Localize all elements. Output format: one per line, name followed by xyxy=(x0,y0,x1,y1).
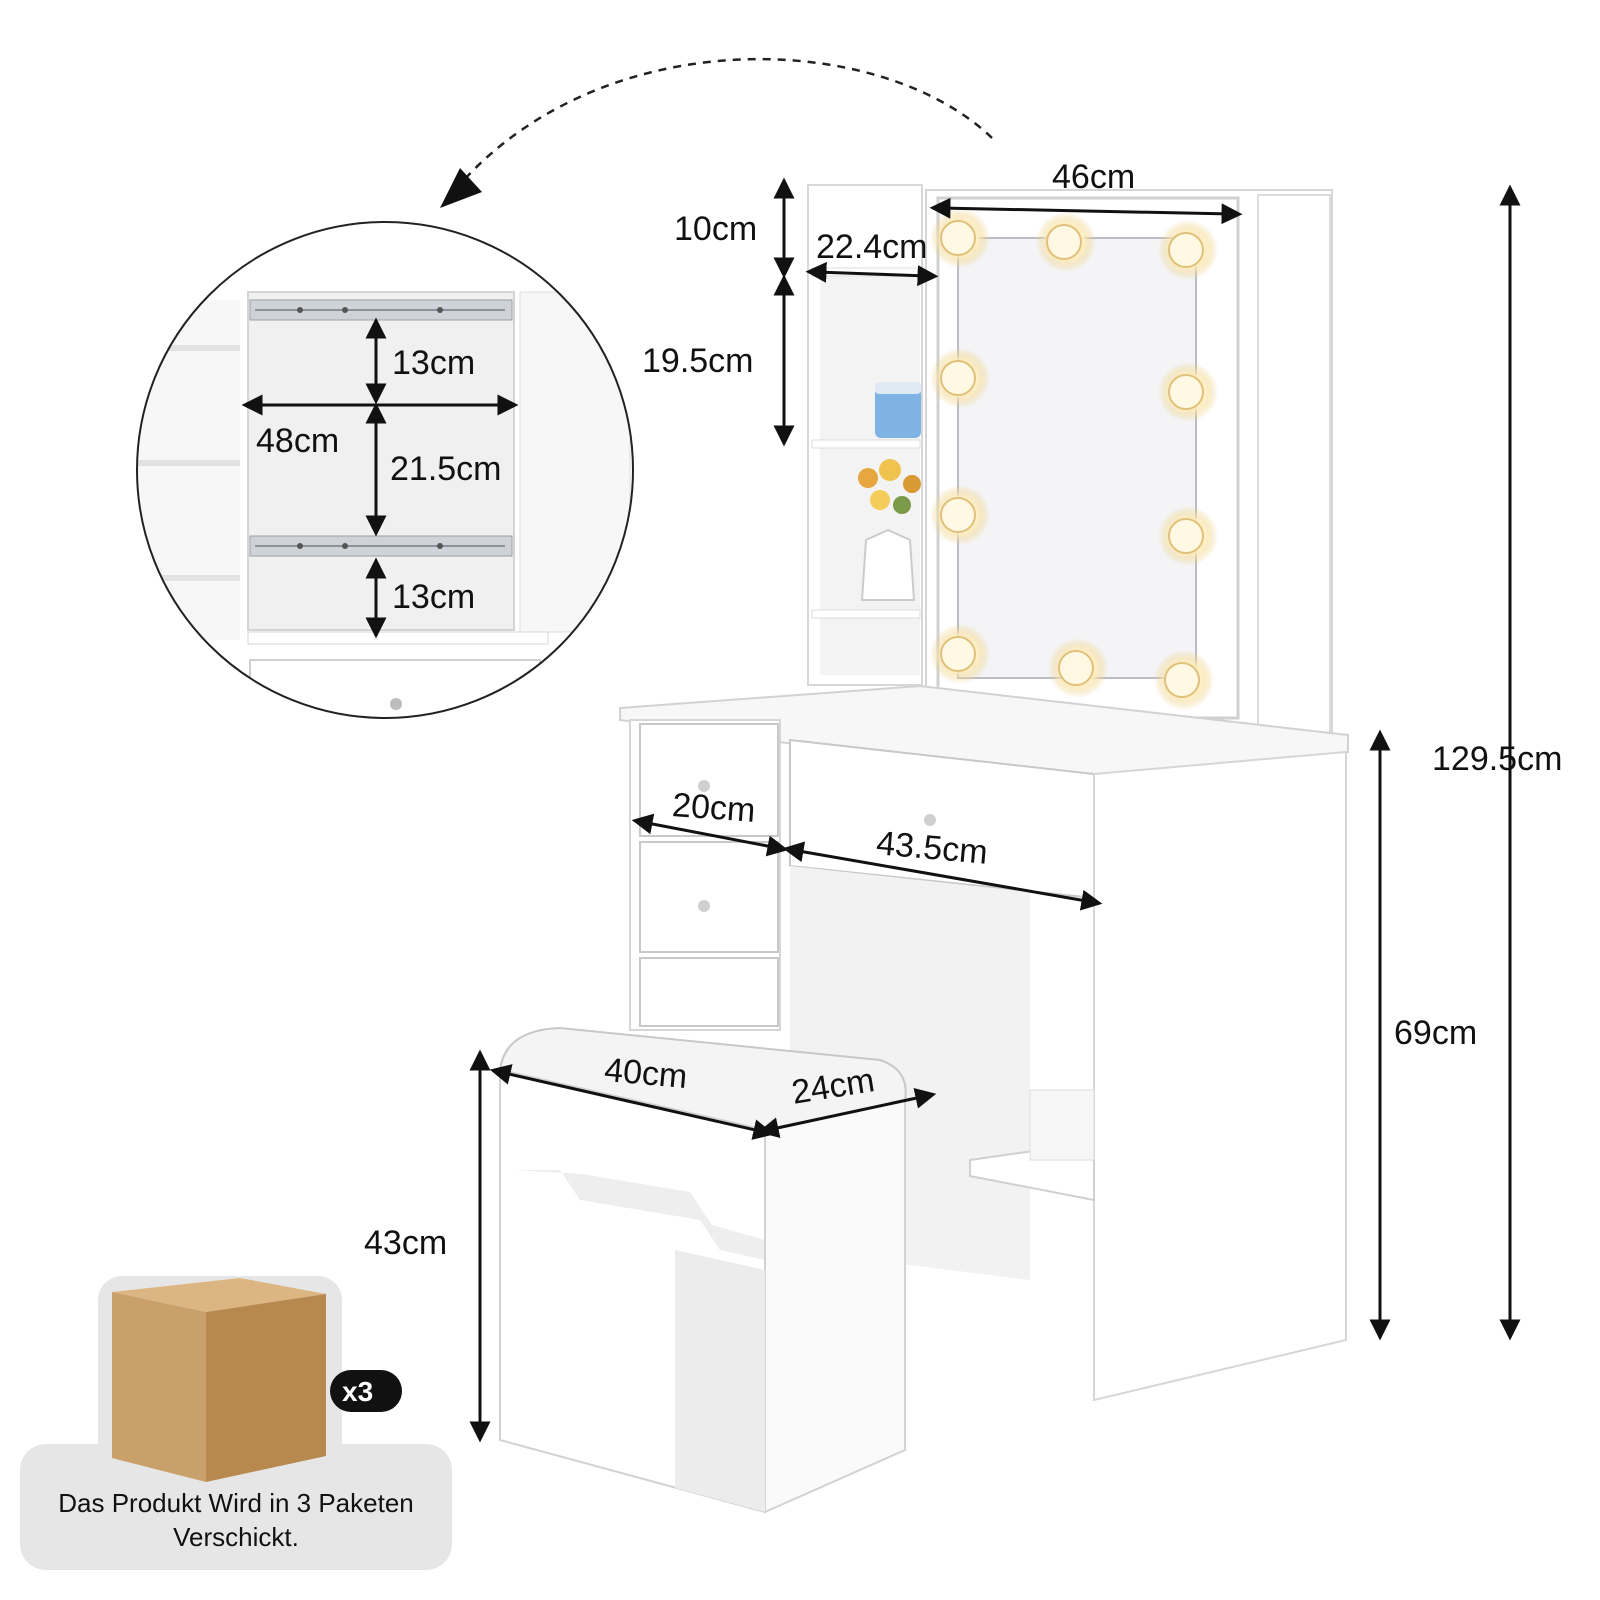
label-top-gap: 10cm xyxy=(674,210,757,248)
mirror-side-panel xyxy=(1257,194,1331,736)
small-drawer-bottom[interactable] xyxy=(639,957,779,1027)
bulb-icon xyxy=(1158,506,1218,566)
detail-right-panel xyxy=(519,291,631,633)
label-stool-height: 43cm xyxy=(364,1224,447,1262)
dim-line-shelf-width xyxy=(805,261,939,287)
label-stool-width: 40cm xyxy=(603,1051,689,1096)
stool-front-cutout xyxy=(512,1170,765,1260)
label-detail-drawer-top: 13cm xyxy=(392,344,475,382)
bulb-icon xyxy=(1048,638,1108,698)
dim-line-stool-depth xyxy=(757,1087,937,1139)
detail-bottom-shelf xyxy=(247,631,549,645)
label-detail-middle-height: 21.5cm xyxy=(390,450,502,488)
magnifier-border xyxy=(136,221,634,719)
bulb-icon xyxy=(930,485,990,545)
label-shelf-width: 22.4cm xyxy=(816,228,928,266)
dim-line-small-drawer xyxy=(631,813,789,857)
bulb-icon xyxy=(1036,212,1096,272)
bulb-icon xyxy=(1158,220,1218,280)
rear-panel xyxy=(1029,1089,1095,1161)
label-detail-drawer-bottom: 13cm xyxy=(392,578,475,616)
bulb-icon xyxy=(1154,650,1214,710)
small-drawer-middle[interactable] xyxy=(639,841,779,953)
bulb-icon xyxy=(1158,362,1218,422)
dimension-lines xyxy=(241,177,1521,1443)
count-badge xyxy=(330,1370,402,1412)
bulb-icon xyxy=(930,208,990,268)
label-total-height: 129.5cm xyxy=(1432,740,1562,778)
dashed-curve-arrow xyxy=(454,57,993,191)
shelf-board-2 xyxy=(811,439,921,449)
desk-top xyxy=(619,684,1349,787)
shelf-board-3 xyxy=(811,609,921,619)
cream-jar-decor xyxy=(875,382,921,438)
drawer-knob-icon[interactable] xyxy=(390,698,402,710)
mirror-glass xyxy=(957,237,1197,679)
drawer-knob-icon[interactable] xyxy=(698,900,710,912)
curve-arrowhead-icon xyxy=(440,168,482,208)
stool-leg-gap xyxy=(675,1250,765,1512)
label-shelf-height: 19.5cm xyxy=(642,342,754,380)
drawer-knob-icon[interactable] xyxy=(698,780,710,792)
dim-line-stool-width xyxy=(489,1064,775,1140)
stool-side-panel xyxy=(764,1098,906,1514)
count-badge-label: x3 xyxy=(342,1376,373,1407)
label-detail-width: 48cm xyxy=(256,422,339,460)
package-info: x3 Das Produkt Wird in 3 Paketen Verschi… xyxy=(20,1276,452,1570)
flower-vase-decor xyxy=(858,459,921,601)
dim-line-mirror-width xyxy=(929,197,1243,225)
bulb-icon xyxy=(930,348,990,408)
label-mirror-width: 46cm xyxy=(1052,158,1135,196)
package-caption-line2: Verschickt. xyxy=(173,1522,299,1552)
cardboard-box-icon xyxy=(112,1278,326,1482)
foot-shelf xyxy=(969,1148,1095,1202)
drawer-knob-icon[interactable] xyxy=(924,814,936,826)
drawer-slide-bottom xyxy=(249,535,513,557)
dim-line-main-drawer xyxy=(782,841,1103,911)
label-small-drawer-width: 20cm xyxy=(671,786,757,830)
bulb-icon xyxy=(930,624,990,684)
label-desk-height: 69cm xyxy=(1394,1014,1477,1052)
vanity-table xyxy=(619,184,1349,1402)
desk-side-panel xyxy=(1093,750,1347,1402)
stool xyxy=(498,1026,907,1514)
package-caption-line1: Das Produkt Wird in 3 Paketen xyxy=(58,1488,414,1518)
drawer-slide-top xyxy=(249,299,513,321)
